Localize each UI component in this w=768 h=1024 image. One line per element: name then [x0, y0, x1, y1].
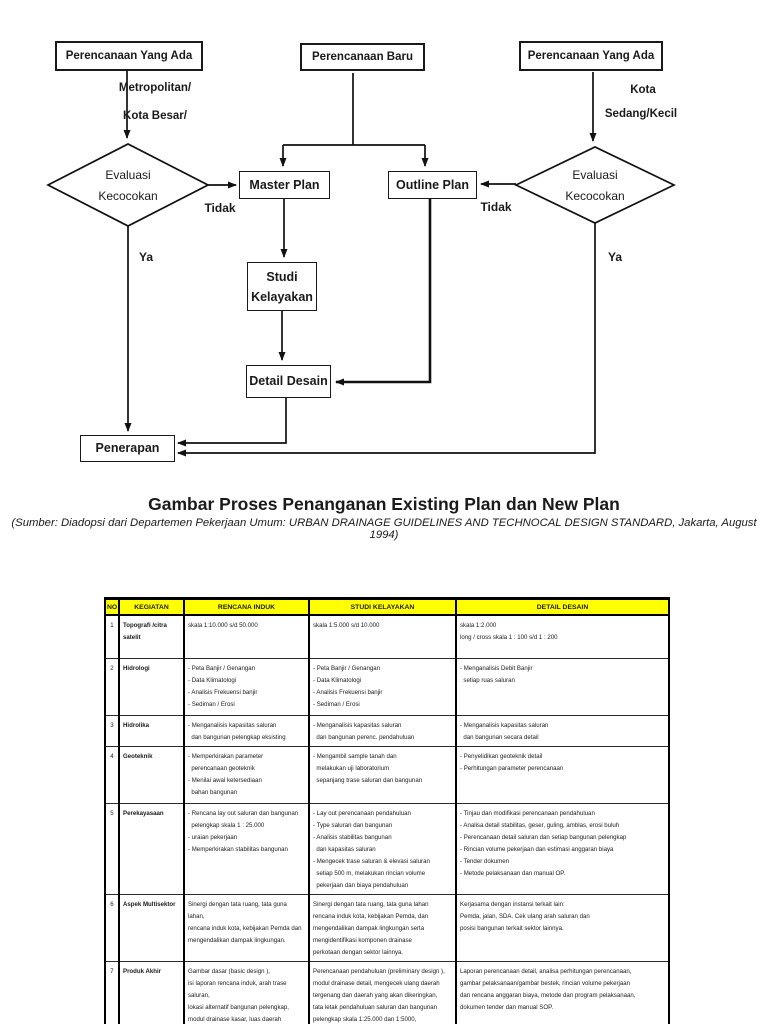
cell-no: 1: [104, 614, 120, 658]
flow-box-outline-plan: Outline Plan: [388, 171, 477, 199]
cell-rencana-induk: - Menganalisis kapasitas saluran dan ban…: [183, 714, 310, 746]
edge-label-sedang-kecil: Sedang/Kecil: [604, 108, 678, 120]
table-header-row: NO KEGIATAN RENCANA INDUK STUDI KELAYAKA…: [104, 597, 670, 616]
edge-label-tidak-left: Tidak: [204, 201, 236, 215]
table-row: 1 Topografi /citra satelit skala 1:10.00…: [104, 614, 670, 658]
figure-source: (Sumber: Diadopsi dari Departemen Pekerj…: [11, 517, 757, 541]
edge-label-ya-left: Ya: [138, 250, 153, 264]
flow-box-existing-plan-right: Perencanaan Yang Ada: [519, 41, 663, 71]
cell-no: 5: [104, 802, 120, 894]
cell-no: 3: [104, 714, 120, 746]
edge-label-tidak-right: Tidak: [480, 200, 512, 214]
decision-label-right: Evaluasi Kecocokan: [565, 168, 625, 203]
flow-box-penerapan: Penerapan: [80, 435, 175, 462]
cell-kegiatan: Geoteknik: [118, 745, 185, 803]
cell-detail-desain: Kerjasama dengan instansi terkait lain: …: [455, 893, 670, 961]
cell-kegiatan: Produk Akhir: [118, 960, 185, 1024]
cell-studi-kelayakan: - Menganalisis kapasitas saluran dan ban…: [308, 714, 457, 746]
column-header-no: NO: [104, 597, 120, 616]
cell-kegiatan: Hidrologi: [118, 657, 185, 715]
flow-box-label: Penerapan: [95, 441, 160, 455]
flow-box-label: Perencanaan Yang Ada: [527, 49, 655, 62]
flow-box-label: Perencanaan Baru: [312, 50, 413, 63]
flow-box-studi-kelayakan: Studi Kelayakan: [247, 262, 317, 311]
cell-studi-kelayakan: - Mengambil sample tanah dan melakukan u…: [308, 745, 457, 803]
figure-title: Gambar Proses Penanganan Existing Plan d…: [148, 494, 620, 514]
cell-studi-kelayakan: Perencanaan pendahuluan (preliminary des…: [308, 960, 457, 1024]
flow-box-master-plan: Master Plan: [239, 171, 330, 199]
table-row: 7 Produk Akhir Gambar dasar (basic desig…: [104, 960, 670, 1024]
edge-label-kota-besar: Kota Besar/: [123, 110, 187, 122]
flow-box-label: Studi Kelayakan: [251, 269, 313, 304]
cell-detail-desain: - Menganalisis Debit Banjir setiap ruas …: [455, 657, 670, 715]
flowchart-connectors: [46, 71, 676, 457]
cell-rencana-induk: skala 1:10.000 s/d 50.000: [183, 614, 310, 658]
cell-detail-desain: Laporan perencanaan detail, analisa perh…: [455, 960, 670, 1024]
column-header-detail-desain: DETAIL DESAIN: [455, 597, 670, 616]
cell-no: 4: [104, 745, 120, 803]
table-row: 6 Aspek Multisektor Sinergi dengan tata …: [104, 893, 670, 961]
decision-label-left: Evaluasi Kecocokan: [98, 168, 158, 203]
cell-no: 2: [104, 657, 120, 715]
cell-rencana-induk: Gambar dasar (basic design ), isi lapora…: [183, 960, 310, 1024]
flow-box-new-plan: Perencanaan Baru: [300, 43, 425, 71]
cell-studi-kelayakan: Sinergi dengan tata ruang, tata guna lah…: [308, 893, 457, 961]
activities-table: NO KEGIATAN RENCANA INDUK STUDI KELAYAKA…: [104, 597, 670, 1024]
table-row: 2 Hidrologi - Peta Banjir / Genangan - D…: [104, 657, 670, 715]
edge-label-kota: Kota: [630, 84, 656, 96]
cell-no: 7: [104, 960, 120, 1024]
column-header-kegiatan: KEGIATAN: [118, 597, 185, 616]
cell-rencana-induk: - Memperkirakan parameter perencanaan ge…: [183, 745, 310, 803]
column-header-studi-kelayakan: STUDI KELAYAKAN: [308, 597, 457, 616]
edge-label-metropolitan: Metropolitan/: [118, 82, 192, 94]
cell-kegiatan: Perekayasaan: [118, 802, 185, 894]
cell-detail-desain: - Tinjau dan modifikasi perencanaan pend…: [455, 802, 670, 894]
decision-diamond-left: [46, 143, 210, 227]
cell-kegiatan: Topografi /citra satelit: [118, 614, 185, 658]
cell-studi-kelayakan: skala 1:5.000 s/d 10.000: [308, 614, 457, 658]
cell-detail-desain: skala 1:2.000 long / cross skala 1 : 100…: [455, 614, 670, 658]
table-row: 5 Perekayasaan - Rencana lay out saluran…: [104, 802, 670, 894]
cell-studi-kelayakan: - Lay out perencanaan pendahuluan - Type…: [308, 802, 457, 894]
cell-rencana-induk: - Rencana lay out saluran dan bangunan p…: [183, 802, 310, 894]
cell-rencana-induk: - Peta Banjir / Genangan - Data Klimatol…: [183, 657, 310, 715]
table-row: 4 Geoteknik - Memperkirakan parameter pe…: [104, 745, 670, 803]
flow-box-detail-desain: Detail Desain: [246, 365, 331, 398]
flow-box-label: Detail Desain: [249, 374, 328, 388]
edge-label-ya-right: Ya: [607, 250, 622, 264]
flow-box-existing-plan-left: Perencanaan Yang Ada: [55, 41, 203, 71]
decision-diamond-right: [514, 146, 676, 224]
cell-studi-kelayakan: - Peta Banjir / Genangan - Data Klimatol…: [308, 657, 457, 715]
cell-kegiatan: Aspek Multisektor: [118, 893, 185, 961]
flow-box-label: Master Plan: [249, 177, 320, 192]
cell-kegiatan: Hidrolika: [118, 714, 185, 746]
cell-rencana-induk: Sinergi dengan tata ruang, tata guna lah…: [183, 893, 310, 961]
table-row: 3 Hidrolika - Menganalisis kapasitas sal…: [104, 714, 670, 746]
flow-box-label: Outline Plan: [396, 177, 469, 192]
flow-box-label: Perencanaan Yang Ada: [65, 49, 193, 62]
activities-table-wrap: NO KEGIATAN RENCANA INDUK STUDI KELAYAKA…: [104, 597, 670, 1024]
column-header-rencana-induk: RENCANA INDUK: [183, 597, 310, 616]
cell-detail-desain: - Menganalisis kapasitas saluran dan ban…: [455, 714, 670, 746]
figure-caption: Gambar Proses Penanganan Existing Plan d…: [0, 494, 768, 541]
cell-no: 6: [104, 893, 120, 961]
cell-detail-desain: - Penyelidikan geoteknik detail - Perhit…: [455, 745, 670, 803]
